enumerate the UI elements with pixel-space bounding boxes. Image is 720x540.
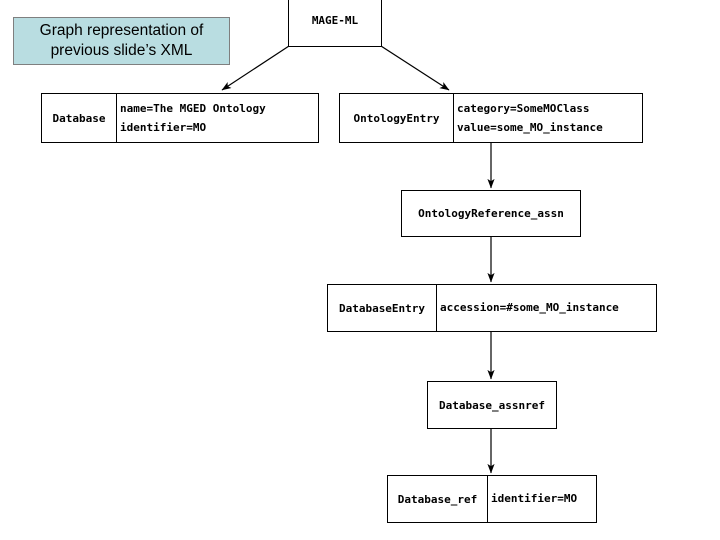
- node-ontologyreference-assn[interactable]: OntologyReference_assn: [401, 190, 581, 237]
- node-database-assnref-label: Database_assnref: [439, 398, 545, 412]
- node-ontologyentry[interactable]: OntologyEntry category=SomeMOClass value…: [339, 93, 643, 143]
- node-database-ref-attributes: identifier=MO: [487, 476, 596, 522]
- node-database-attributes: name=The MGED Ontology identifier=MO: [116, 94, 318, 142]
- node-mage-ml-label: MAGE-ML: [311, 14, 359, 27]
- node-ontologyentry-attribute-1: value=some_MO_instance: [457, 121, 603, 134]
- node-database-ref-attribute-0: identifier=MO: [491, 492, 578, 506]
- node-databaseentry[interactable]: DatabaseEntry accession=#some_MO_instanc…: [327, 284, 657, 332]
- node-ontologyentry-label: OntologyEntry: [353, 111, 440, 125]
- node-database-attribute-1: identifier=MO: [120, 121, 207, 134]
- node-ontologyentry-attribute-0: category=SomeMOClass: [457, 101, 590, 115]
- edge-mage-ml-to-ontologyentry: [380, 45, 450, 91]
- node-database-assnref[interactable]: Database_assnref: [427, 381, 557, 429]
- node-database-attribute-0: name=The MGED Ontology: [120, 101, 266, 115]
- node-database-label: Database: [52, 111, 106, 125]
- node-databaseentry-attributes: accession=#some_MO_instance: [436, 285, 656, 331]
- caption-banner: Graph representation of previous slide’s…: [13, 17, 230, 65]
- caption-line-1: Graph representation of: [39, 21, 204, 39]
- node-ontologyentry-attributes: category=SomeMOClass value=some_MO_insta…: [453, 94, 642, 142]
- node-database-ref-label: Database_ref: [397, 492, 478, 506]
- node-ontologyreference-assn-label: OntologyReference_assn: [418, 207, 564, 220]
- node-database[interactable]: Database name=The MGED Ontology identifi…: [41, 93, 319, 143]
- node-databaseentry-label: DatabaseEntry: [338, 301, 426, 315]
- node-databaseentry-attribute-0: accession=#some_MO_instance: [440, 301, 619, 315]
- node-mage-ml[interactable]: MAGE-ML: [288, 0, 382, 47]
- caption-line-2: previous slide’s XML: [50, 42, 193, 59]
- edge-mage-ml-to-database: [221, 45, 290, 91]
- node-database-ref[interactable]: Database_ref identifier=MO: [387, 475, 597, 523]
